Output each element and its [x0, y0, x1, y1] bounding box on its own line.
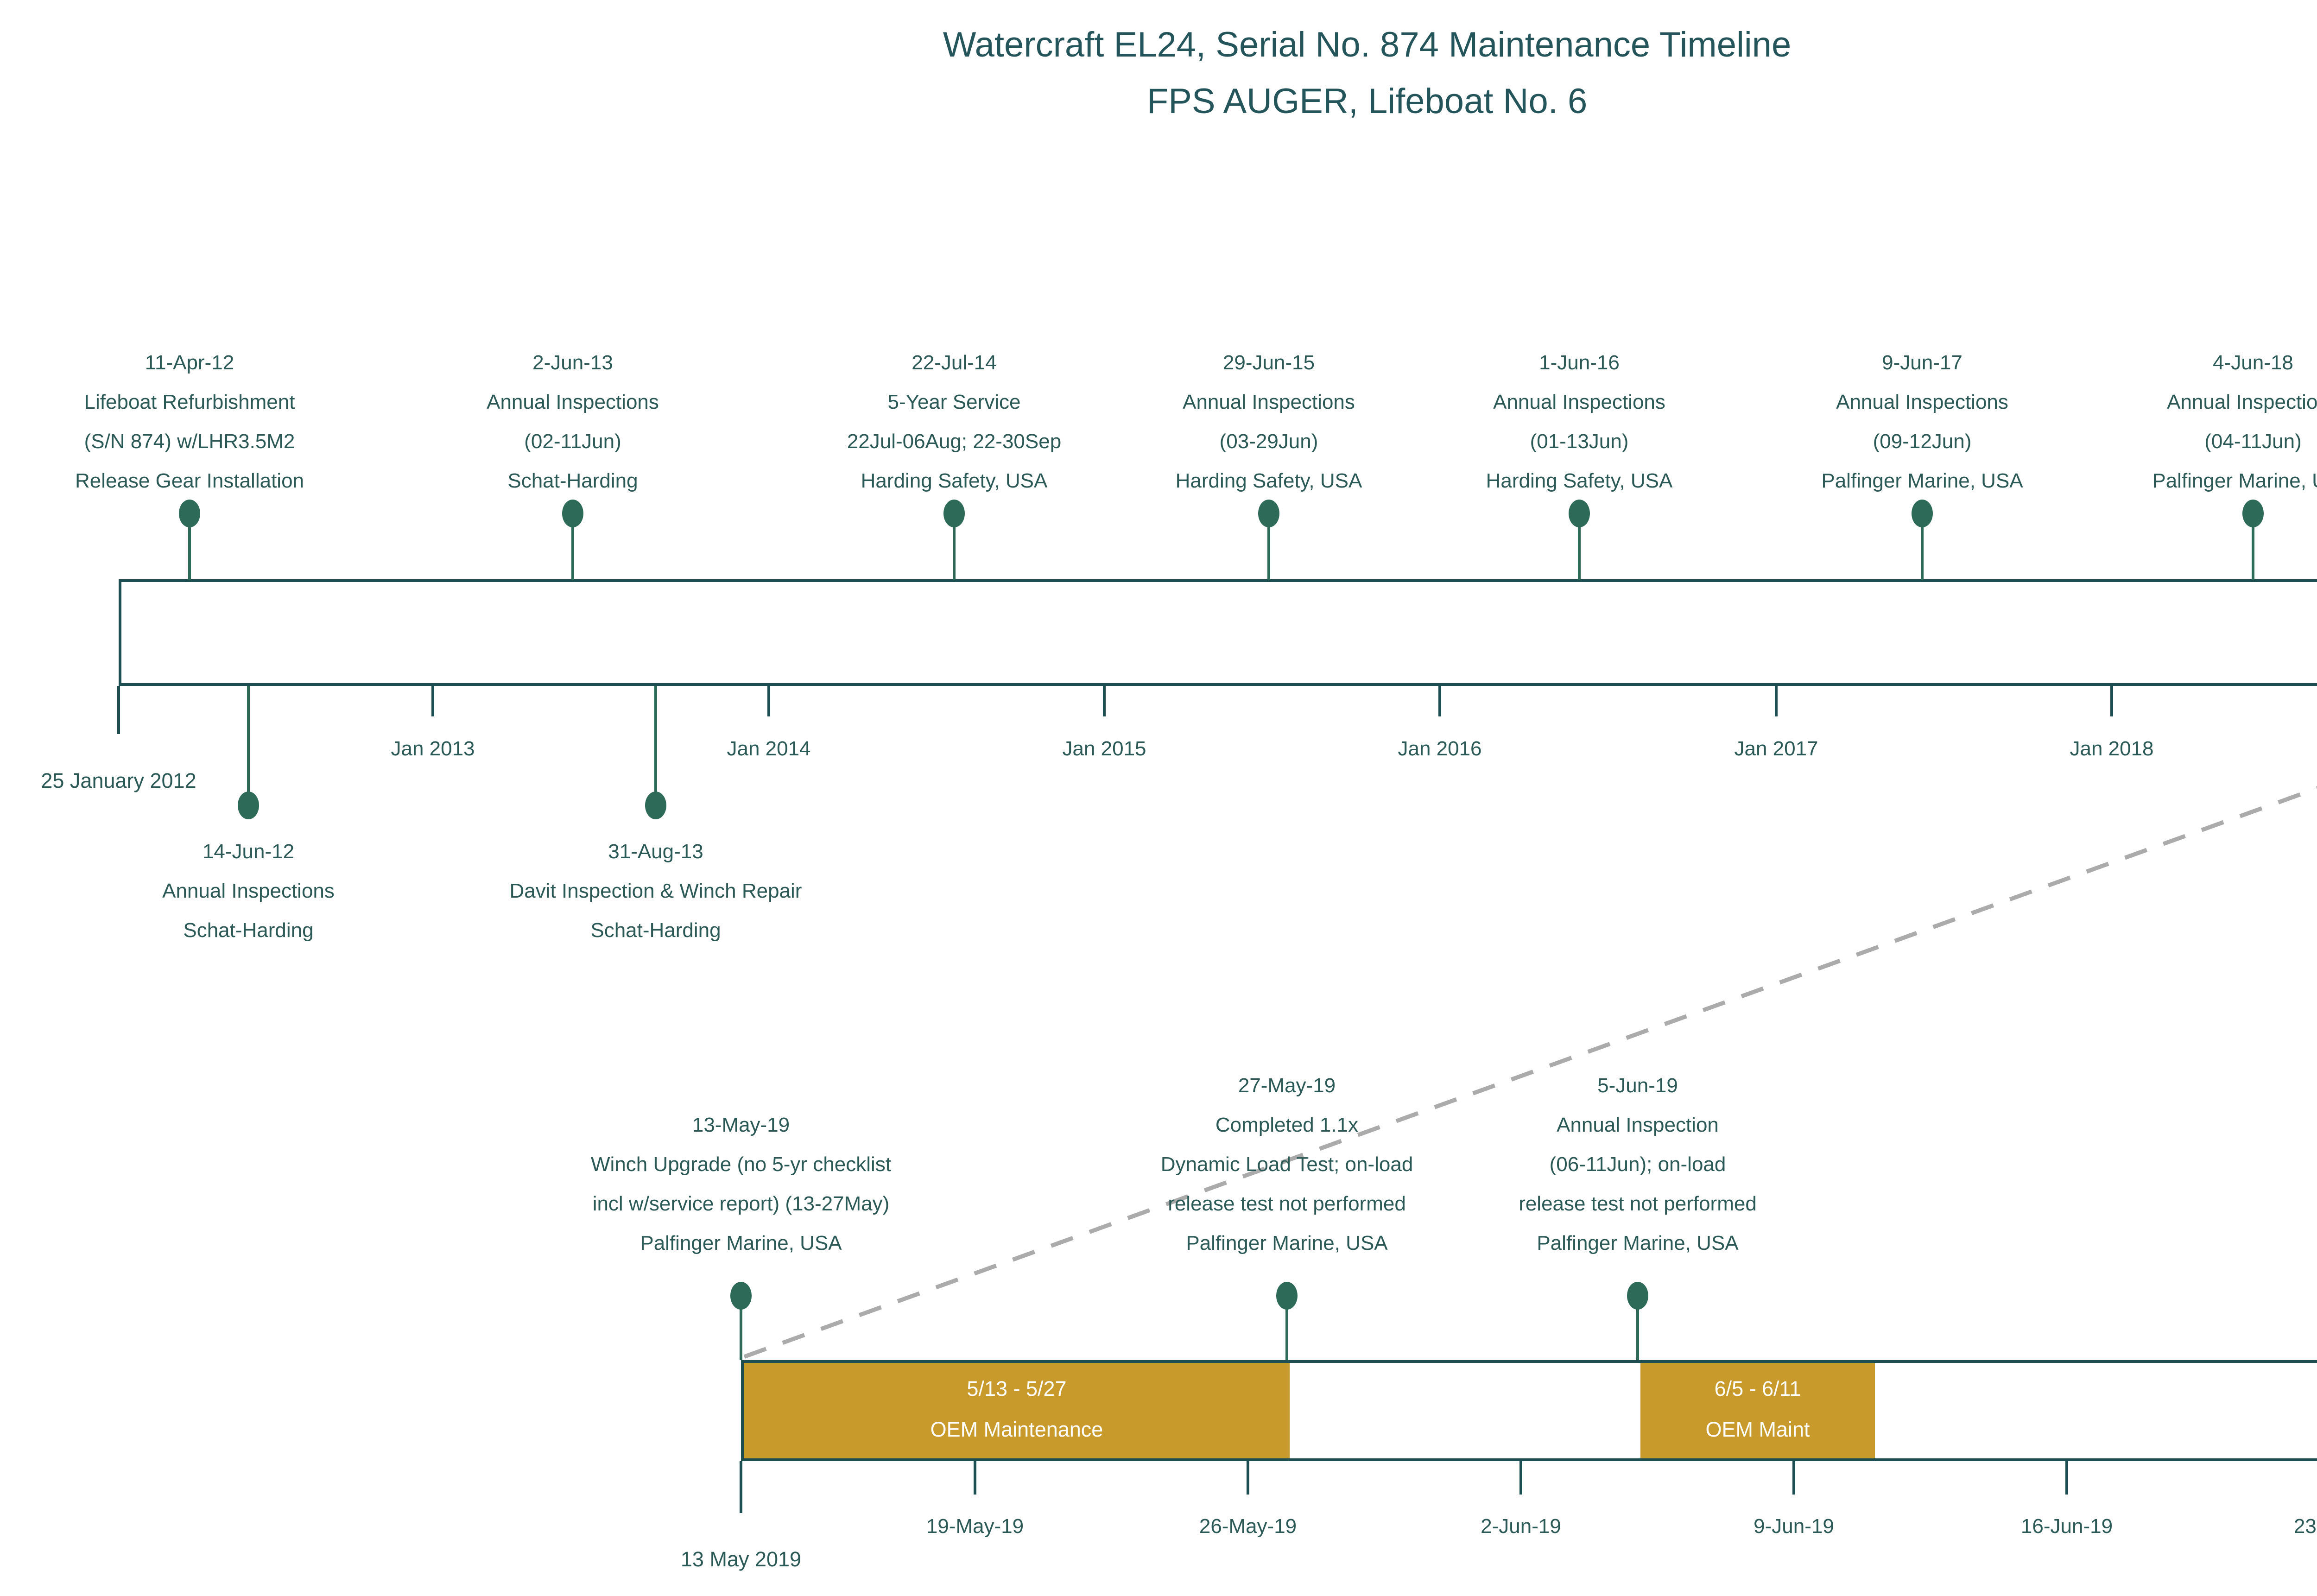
week-label: 23-Jun-19: [2293, 1515, 2317, 1538]
week-label: 9-Jun-19: [1754, 1515, 1834, 1538]
event-stem: [1578, 525, 1581, 580]
start-tick-25-jan-2012: [117, 686, 120, 734]
event-label: 2-Jun-13 Annual Inspections (02-11Jun) S…: [487, 351, 659, 492]
event-marker: [645, 792, 666, 819]
event-label: 4-Jun-18 Annual Inspections (04-11Jun) P…: [2152, 351, 2317, 492]
event-marker: [1569, 500, 1590, 527]
event-label: 27-May-19 Completed 1.1x Dynamic Load Te…: [1160, 1074, 1413, 1254]
event-marker: [943, 500, 965, 527]
event-marker: [1276, 1282, 1298, 1310]
week-tick-2-jun: [1519, 1461, 1522, 1495]
event-stem: [654, 686, 657, 792]
week-label: 2-Jun-19: [1481, 1515, 1561, 1538]
timeline-bar-may-jun-2019: 5/13 - 5/27 OEM Maintenance 6/5 - 6/11 O…: [741, 1360, 2317, 1461]
week-tick-19-may: [974, 1461, 976, 1495]
event-stem: [1285, 1307, 1288, 1360]
page-title: Watercraft EL24, Serial No. 874 Maintena…: [0, 17, 2317, 130]
week-label: 19-May-19: [926, 1515, 1024, 1538]
event-label: 5-Jun-19 Annual Inspection (06-11Jun); o…: [1519, 1074, 1757, 1254]
year-tick-jan-2017: [1775, 686, 1778, 716]
event-marker: [1258, 500, 1279, 527]
event-label: 9-Jun-17 Annual Inspections (09-12Jun) P…: [1821, 351, 2023, 492]
week-label: 26-May-19: [1199, 1515, 1297, 1538]
year-label: Jan 2014: [727, 737, 811, 760]
week-tick-26-may: [1247, 1461, 1249, 1495]
title-line-2: FPS AUGER, Lifeboat No. 6: [1146, 82, 1588, 121]
week-tick-16-jun: [2065, 1461, 2068, 1495]
event-stem: [188, 525, 191, 580]
event-marker: [730, 1282, 752, 1310]
start-tick-13-may-2019: [740, 1461, 742, 1513]
year-tick-jan-2015: [1103, 686, 1106, 716]
oem-maintenance-bar-1: 5/13 - 5/27 OEM Maintenance: [744, 1363, 1290, 1458]
event-marker: [1912, 500, 1933, 527]
timeline2-start-label: 13 May 2019: [680, 1547, 802, 1571]
event-marker: [238, 792, 259, 819]
event-stem: [953, 525, 956, 580]
event-label: 11-Apr-12 Lifeboat Refurbishment (S/N 87…: [75, 351, 304, 492]
event-label: 13-May-19 Winch Upgrade (no 5-yr checkli…: [590, 1114, 891, 1254]
week-tick-9-jun: [1792, 1461, 1795, 1495]
event-stem: [740, 1307, 742, 1360]
year-tick-jan-2014: [767, 686, 770, 716]
week-label: 16-Jun-19: [2020, 1515, 2113, 1538]
event-stem: [1636, 1307, 1639, 1360]
event-marker: [1627, 1282, 1648, 1310]
year-tick-jan-2016: [1438, 686, 1441, 716]
event-marker: [562, 500, 583, 527]
year-label: Jan 2013: [391, 737, 475, 760]
year-label: Jan 2017: [1734, 737, 1818, 760]
event-stem: [1267, 525, 1270, 580]
event-label: 31-Aug-13 Davit Inspection & Winch Repai…: [509, 840, 802, 942]
timeline1-start-label: 25 January 2012: [41, 769, 196, 792]
year-label: Jan 2015: [1062, 737, 1146, 760]
event-label: 29-Jun-15 Annual Inspections (03-29Jun) …: [1175, 351, 1362, 492]
year-label: Jan 2016: [1398, 737, 1482, 760]
timeline-bar-2012-2019: [119, 579, 2317, 686]
year-tick-jan-2018: [2110, 686, 2113, 716]
event-label: 1-Jun-16 Annual Inspections (01-13Jun) H…: [1486, 351, 1673, 492]
event-label: 14-Jun-12 Annual Inspections Schat-Hardi…: [162, 840, 335, 942]
title-line-1: Watercraft EL24, Serial No. 874 Maintena…: [943, 25, 1792, 64]
event-marker: [179, 500, 200, 527]
event-stem: [247, 686, 250, 792]
event-stem: [571, 525, 574, 580]
year-tick-jan-2013: [431, 686, 434, 716]
event-stem: [1921, 525, 1924, 580]
year-label: Jan 2018: [2070, 737, 2154, 760]
event-label: 22-Jul-14 5-Year Service 22Jul-06Aug; 22…: [847, 351, 1062, 492]
event-marker: [2242, 500, 2264, 527]
event-stem: [2252, 525, 2254, 580]
oem-maintenance-bar-2: 6/5 - 6/11 OEM Maint: [1640, 1363, 1875, 1458]
